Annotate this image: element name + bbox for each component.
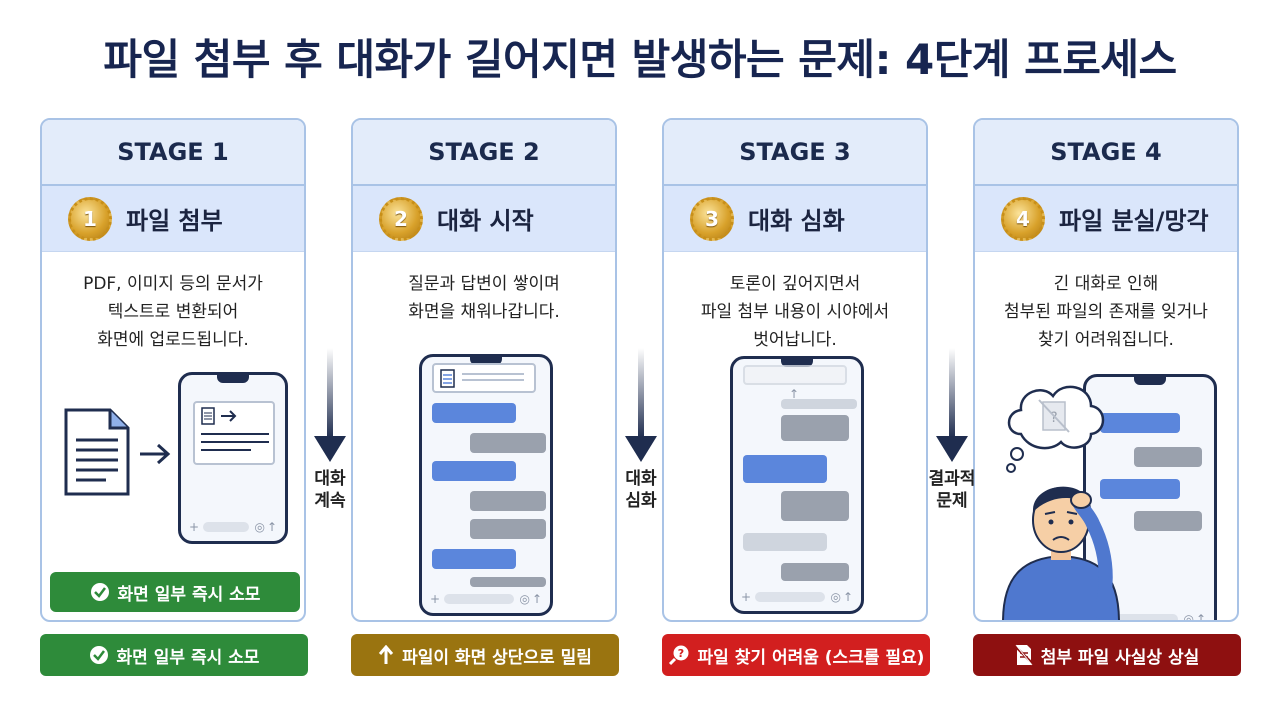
confused-person-icon [1002, 486, 1120, 620]
connector-label: 결과적 문제 [920, 468, 984, 512]
reply-message [470, 491, 546, 511]
description-line: 첨부된 파일의 존재를 잊거나 [1004, 302, 1208, 322]
document-icon [64, 408, 130, 496]
chat-input-bar: +◎↑ [741, 590, 853, 604]
reply-message [781, 399, 857, 409]
question-search-icon: ? [668, 644, 690, 666]
no-file-icon [1014, 644, 1033, 666]
document-icon [201, 407, 237, 425]
description-line: 텍스트로 변환되어 [107, 302, 239, 322]
badge-text: 화면 일부 즉시 소모 [116, 647, 260, 668]
svg-text:?: ? [1050, 410, 1057, 426]
down-arrow-icon [625, 348, 657, 462]
attachment-preview [193, 401, 275, 465]
user-message [743, 533, 827, 551]
result-badge-4: 첨부 파일 사실상 상실 [973, 634, 1241, 676]
badge-text: 파일이 화면 상단으로 밀림 [402, 647, 592, 668]
attachment-preview [432, 363, 536, 393]
reply-message [470, 519, 546, 539]
step-title: 대화 심화 [748, 207, 845, 235]
step-description: 질문과 답변이 쌓이며 화면을 채워나갑니다. [353, 270, 615, 326]
step-description: 긴 대화로 인해 첨부된 파일의 존재를 잊거나 찾기 어려워집니다. [975, 270, 1237, 354]
document-icon [440, 369, 455, 388]
step-title: 파일 첨부 [126, 207, 223, 235]
badge-text: 화면 일부 즉시 소모 [117, 584, 261, 605]
description-line: PDF, 이미지 등의 문서가 [83, 274, 263, 294]
reply-message [1134, 511, 1202, 531]
connector-label-line: 문제 [936, 491, 968, 511]
svg-text:?: ? [677, 647, 683, 660]
no-file-icon: ? [1038, 399, 1070, 433]
page-title: 파일 첨부 후 대화가 길어지면 발생하는 문제: 4단계 프로세스 [103, 35, 1177, 84]
result-badge-1: 화면 일부 즉시 소모 [40, 634, 308, 676]
description-line: 벗어납니다. [753, 330, 837, 350]
stage-card-4: STAGE 4 4 파일 분실/망각 긴 대화로 인해 첨부된 파일의 존재를 … [973, 118, 1239, 622]
right-arrow-icon [140, 443, 171, 465]
down-arrow-icon [936, 348, 968, 462]
connector-label-line: 심화 [625, 491, 657, 511]
description-line: 토론이 깊어지면서 [729, 274, 861, 294]
reply-message [781, 563, 849, 581]
description-line: 화면에 업로드됩니다. [97, 330, 249, 350]
phone-mockup: +◎↑ [178, 372, 288, 544]
description-line: 화면을 채워나갑니다. [408, 302, 560, 322]
step-number-medal: 3 [690, 196, 734, 241]
stage-card-2: STAGE 2 2 대화 시작 질문과 답변이 쌓이며 화면을 채워나갑니다. … [351, 118, 617, 622]
step-header: 1 파일 첨부 [42, 186, 304, 252]
connector-label-line: 대화 [625, 469, 657, 489]
step-description: 토론이 깊어지면서 파일 첨부 내용이 시야에서 벗어납니다. [664, 270, 926, 354]
phone-mockup: ↑ +◎↑ [730, 356, 864, 614]
user-message [1100, 479, 1180, 499]
step-header: 4 파일 분실/망각 [975, 186, 1237, 252]
step-number-medal: 1 [68, 196, 112, 241]
step-description: PDF, 이미지 등의 문서가 텍스트로 변환되어 화면에 업로드됩니다. [42, 270, 304, 354]
check-circle-icon [90, 582, 110, 602]
thought-bubble-icon: ? [1006, 385, 1105, 473]
step-header: 2 대화 시작 [353, 186, 615, 252]
connector-label-line: 대화 [314, 469, 346, 489]
step-title: 파일 분실/망각 [1059, 207, 1209, 235]
step-number-medal: 2 [379, 196, 423, 241]
user-message [432, 549, 516, 569]
user-message [432, 403, 516, 423]
stage-card-1: STAGE 1 1 파일 첨부 PDF, 이미지 등의 문서가 텍스트로 변환되… [40, 118, 306, 622]
check-circle-icon [89, 645, 109, 665]
user-message [1100, 413, 1180, 433]
description-line: 파일 첨부 내용이 시야에서 [700, 302, 890, 322]
connector-label: 대화 계속 [300, 468, 360, 512]
chat-input-bar: +◎↑ [189, 520, 277, 534]
stage-label: STAGE 2 [353, 120, 615, 186]
reply-message [781, 491, 849, 521]
stage-label: STAGE 3 [664, 120, 926, 186]
inner-status-badge: 화면 일부 즉시 소모 [50, 572, 300, 612]
faded-attachment [743, 365, 847, 385]
reply-message [470, 433, 546, 453]
badge-text: 파일 찾기 어려움 (스크롤 필요) [697, 647, 925, 668]
phone-mockup: +◎↑ [419, 354, 553, 616]
connector-label-line: 계속 [314, 491, 346, 511]
reply-message [781, 415, 849, 441]
connector-label: 대화 심화 [611, 468, 671, 512]
user-message [432, 461, 516, 481]
connector-label-line: 결과적 [928, 469, 976, 489]
result-badge-2: 파일이 화면 상단으로 밀림 [351, 634, 619, 676]
result-badge-3: ? 파일 찾기 어려움 (스크롤 필요) [662, 634, 930, 676]
up-arrow-icon [378, 645, 394, 665]
chat-input-bar: +◎↑ [430, 592, 542, 606]
step-header: 3 대화 심화 [664, 186, 926, 252]
badge-text: 첨부 파일 사실상 상실 [1040, 647, 1200, 668]
reply-message [1134, 447, 1202, 467]
step-title: 대화 시작 [437, 207, 534, 235]
stage-card-3: STAGE 3 3 대화 심화 토론이 깊어지면서 파일 첨부 내용이 시야에서… [662, 118, 928, 622]
reply-message [470, 577, 546, 587]
up-arrow-icon: ↑ [789, 387, 800, 401]
user-message [743, 455, 827, 483]
stage-label: STAGE 4 [975, 120, 1237, 186]
down-arrow-icon [314, 348, 346, 462]
description-line: 질문과 답변이 쌓이며 [408, 274, 560, 294]
step-number-medal: 4 [1001, 196, 1045, 241]
stage-label: STAGE 1 [42, 120, 304, 186]
description-line: 긴 대화로 인해 [1053, 274, 1159, 294]
description-line: 찾기 어려워집니다. [1038, 330, 1174, 350]
